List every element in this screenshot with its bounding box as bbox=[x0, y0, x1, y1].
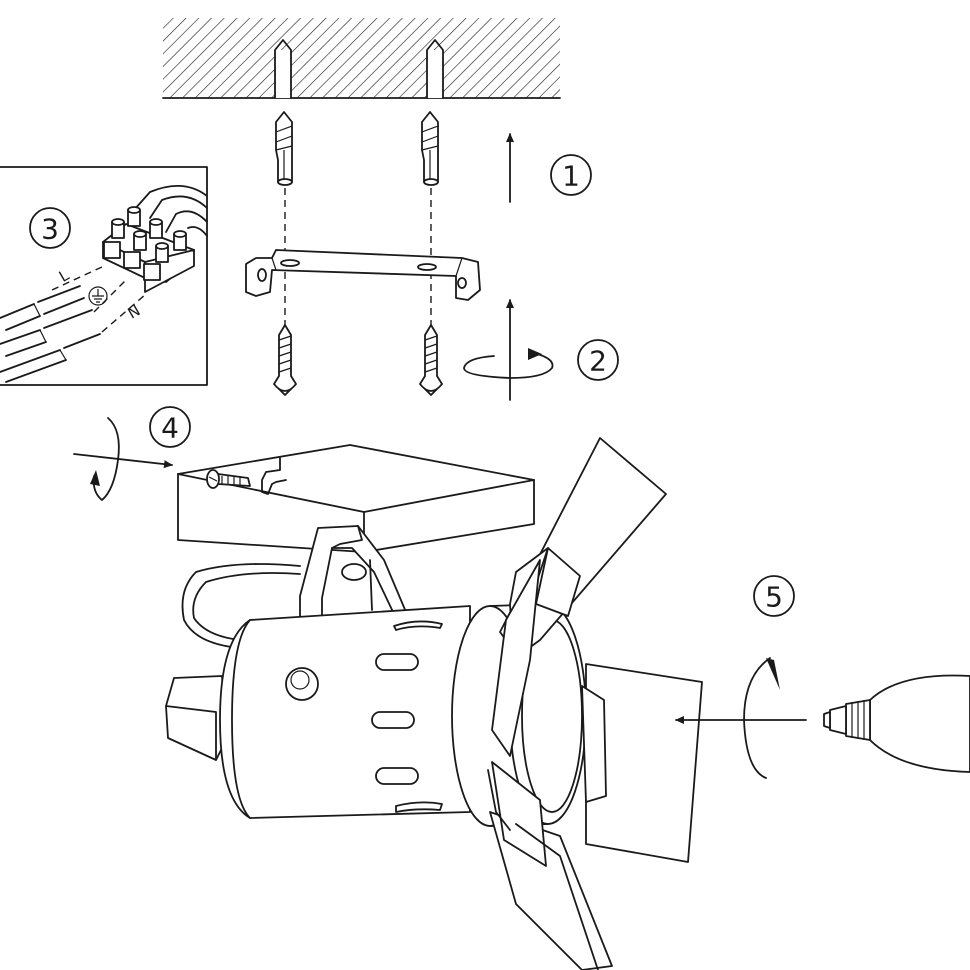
step-2-number: 2 bbox=[589, 345, 607, 378]
terminal-block bbox=[102, 206, 195, 293]
step-2-badge: 2 bbox=[577, 339, 619, 381]
ceiling-hole-left bbox=[274, 39, 292, 99]
power-cable bbox=[181, 563, 301, 649]
barn-doors bbox=[487, 437, 703, 970]
rotate-arrow-icon bbox=[92, 417, 120, 501]
neutral-wire-label: N bbox=[125, 301, 144, 322]
vent-slots bbox=[371, 620, 443, 813]
wall-plug-left bbox=[275, 111, 293, 186]
step-1-number: 1 bbox=[562, 160, 580, 193]
rotate-arrow-icon bbox=[463, 351, 554, 379]
direction-arrow-icon bbox=[73, 453, 173, 469]
canopy-screw bbox=[206, 469, 251, 489]
screw-right bbox=[419, 324, 443, 396]
light-bulb bbox=[823, 674, 970, 773]
ceiling-hole-right bbox=[426, 39, 444, 99]
step-3-number: 3 bbox=[41, 213, 59, 246]
mains-wires bbox=[0, 265, 147, 383]
rotate-arrow-icon bbox=[743, 657, 771, 779]
mounting-bracket bbox=[245, 249, 481, 301]
step-1-badge: 1 bbox=[550, 154, 592, 196]
step-5-number: 5 bbox=[765, 581, 783, 614]
step-4-badge: 4 bbox=[149, 406, 191, 448]
ceiling-canopy bbox=[177, 444, 535, 553]
wiring-inset: L N bbox=[0, 166, 208, 386]
ground-symbol-icon bbox=[88, 286, 108, 306]
ceiling bbox=[162, 18, 561, 99]
live-wire-label: L bbox=[56, 266, 73, 286]
step-4-number: 4 bbox=[161, 412, 179, 445]
step-3-badge: 3 bbox=[29, 207, 71, 249]
screw-left bbox=[273, 324, 297, 396]
wall-plug-right bbox=[421, 111, 439, 186]
step-5-badge: 5 bbox=[753, 575, 795, 617]
